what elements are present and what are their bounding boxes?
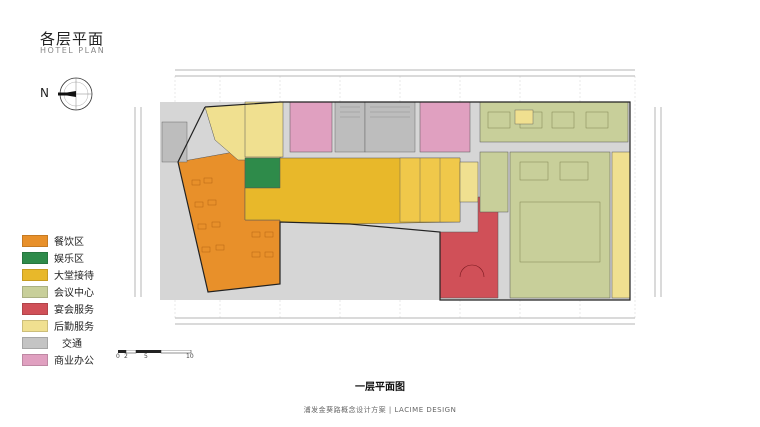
- legend-label: 商业办公: [54, 356, 94, 367]
- scale-tick: 2: [124, 353, 128, 360]
- scale-bar-graphic: [118, 349, 192, 354]
- conference-zone-n: [479, 101, 629, 143]
- legend-label: 娱乐区: [54, 254, 84, 265]
- scale-tick: 10: [186, 353, 194, 360]
- legend-swatch: [22, 336, 48, 349]
- legend-label: 餐饮区: [54, 237, 84, 248]
- north-label: N: [40, 86, 49, 100]
- support-zone-n: [244, 101, 284, 158]
- conference-zone-w: [479, 151, 509, 213]
- commercial-zone-1: [289, 101, 333, 153]
- legend-item-commercial: 商业办公: [22, 351, 94, 368]
- scale-tick: 0: [116, 353, 120, 360]
- drawing-caption: 一层平面图: [355, 382, 405, 393]
- legend-item-circulation: 交通: [22, 334, 94, 351]
- legend-swatch: [22, 234, 48, 247]
- scale-tick: 5: [144, 353, 148, 360]
- legend-item-dining: 餐饮区: [22, 232, 94, 249]
- legend-swatch: [22, 302, 48, 315]
- legend-swatch: [22, 319, 48, 332]
- compass-icon: [58, 77, 93, 111]
- legend-label: 大堂接待: [54, 271, 94, 282]
- support-zone-mid: [459, 161, 479, 203]
- legend-item-support: 后勤服务: [22, 317, 94, 334]
- page-title: 各层平面: [40, 30, 105, 48]
- conference-zone-e: [611, 151, 631, 299]
- legend-label: 交通: [62, 339, 82, 350]
- legend-item-conference: 会议中心: [22, 283, 94, 300]
- commercial-zone-2: [419, 101, 471, 153]
- legend-label: 后勤服务: [54, 322, 94, 333]
- legend-item-banquet: 宴会服务: [22, 300, 94, 317]
- entertainment-zone: [244, 157, 282, 189]
- page-footer: 浦发金葵路概念设计方案 | LACIME DESIGN: [303, 406, 457, 414]
- legend-item-entertainment: 娱乐区: [22, 249, 94, 266]
- scale-bar: 0 2 5 10: [116, 345, 196, 364]
- page-subtitle: HOTEL PLAN: [40, 46, 106, 55]
- legend-swatch: [22, 251, 48, 264]
- legend-swatch: [22, 268, 48, 281]
- legend-item-lobby: 大堂接待: [22, 266, 94, 283]
- dimension-lines: [134, 69, 662, 325]
- legend-label: 会议中心: [54, 288, 94, 299]
- legend-swatch: [22, 353, 48, 366]
- legend: 餐饮区 娱乐区 大堂接待 会议中心 宴会服务 后勤服务 交通 商业办公: [22, 232, 94, 368]
- legend-swatch: [22, 285, 48, 298]
- floor-plan: [134, 69, 662, 325]
- legend-label: 宴会服务: [54, 305, 94, 316]
